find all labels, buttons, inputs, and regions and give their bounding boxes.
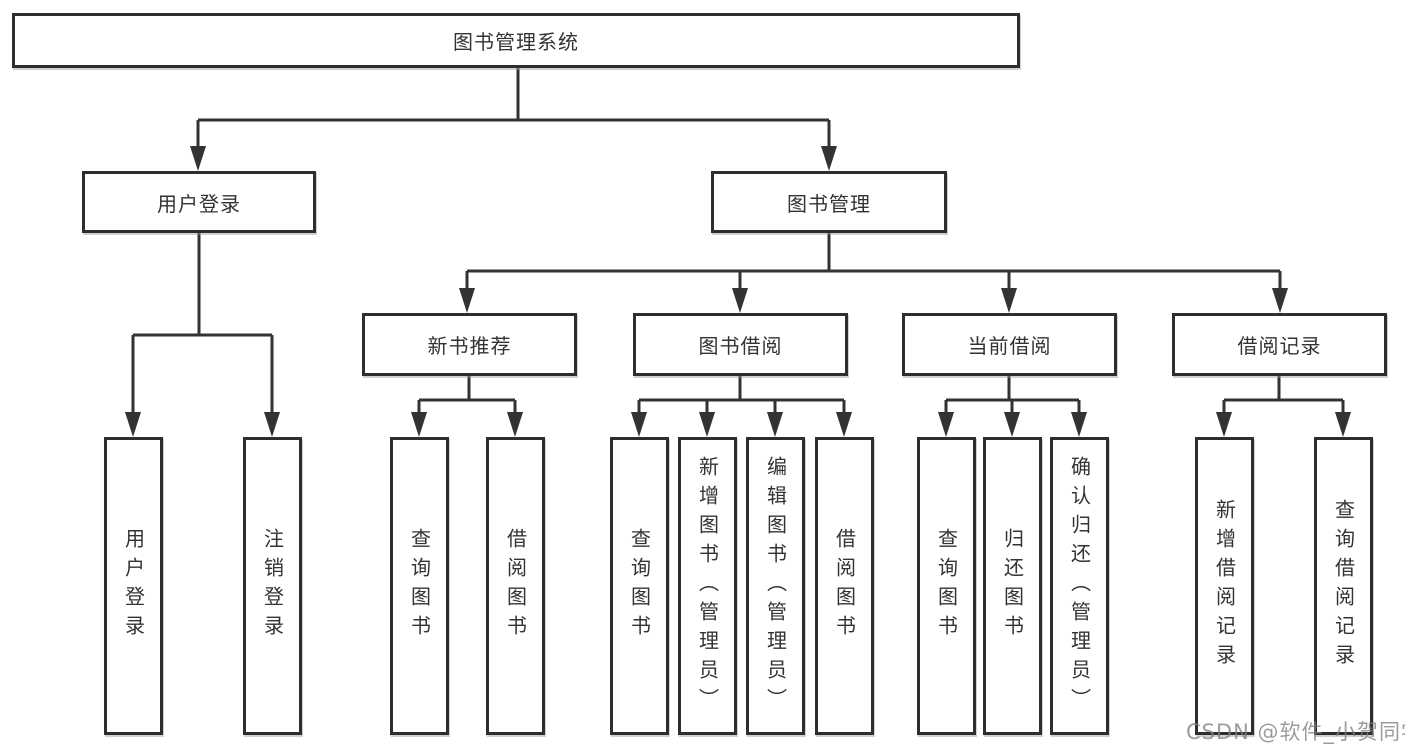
- node-new-book-recommend-label: 新书推荐: [427, 334, 512, 358]
- leaf-user-login-label: 用户登录: [121, 528, 146, 644]
- leaf-edit-book-admin: 编辑图书（管理员）: [746, 437, 805, 735]
- leaf-user-login: 用户登录: [104, 437, 163, 735]
- node-borrow-records: 借阅记录: [1172, 313, 1387, 376]
- node-borrow-records-label: 借阅记录: [1237, 334, 1322, 358]
- leaf-search-borrow-record: 查询借阅记录: [1314, 437, 1373, 735]
- connector-arrowheads: [125, 146, 1351, 437]
- leaf-confirm-return-admin-label: 确认归还（管理员）: [1067, 455, 1092, 717]
- node-current-borrow: 当前借阅: [902, 313, 1117, 376]
- leaf-search-book-recommend-label: 查询图书: [407, 528, 432, 644]
- leaf-borrow-book-recommend: 借阅图书: [486, 437, 545, 735]
- node-root-label: 图书管理系统: [453, 30, 579, 54]
- leaf-borrow-book-label: 借阅图书: [832, 528, 857, 644]
- node-user-login: 用户登录: [82, 171, 316, 233]
- node-book-management-label: 图书管理: [787, 191, 871, 216]
- node-book-borrow-label: 图书借阅: [698, 334, 783, 358]
- leaf-add-borrow-record-label: 新增借阅记录: [1212, 499, 1237, 673]
- leaf-search-book-current-label: 查询图书: [934, 528, 959, 644]
- leaf-edit-book-admin-label: 编辑图书（管理员）: [763, 455, 788, 717]
- leaf-borrow-book-recommend-label: 借阅图书: [503, 528, 528, 644]
- leaf-search-borrow-record-label: 查询借阅记录: [1331, 499, 1356, 673]
- leaf-return-book-label: 归还图书: [1000, 528, 1025, 644]
- leaf-confirm-return-admin: 确认归还（管理员）: [1050, 437, 1109, 735]
- csdn-watermark: CSDN @软件_小贺同学: [1186, 720, 1405, 744]
- node-current-borrow-label: 当前借阅: [967, 334, 1052, 358]
- leaf-search-book-recommend: 查询图书: [390, 437, 449, 735]
- leaf-logout-label: 注销登录: [260, 528, 285, 644]
- connector-strokes: [131, 68, 1345, 413]
- leaf-search-book-borrow: 查询图书: [610, 437, 669, 735]
- node-book-borrow: 图书借阅: [633, 313, 848, 376]
- leaf-return-book: 归还图书: [983, 437, 1042, 735]
- leaf-borrow-book: 借阅图书: [815, 437, 874, 735]
- node-book-management: 图书管理: [711, 171, 947, 233]
- node-new-book-recommend: 新书推荐: [362, 313, 577, 376]
- leaf-search-book-borrow-label: 查询图书: [627, 528, 652, 644]
- node-root: 图书管理系统: [12, 13, 1020, 68]
- leaf-search-book-current: 查询图书: [917, 437, 976, 735]
- node-user-login-label: 用户登录: [157, 191, 241, 216]
- leaf-add-book-admin-label: 新增图书（管理员）: [695, 455, 720, 717]
- leaf-add-book-admin: 新增图书（管理员）: [678, 437, 737, 735]
- leaf-logout: 注销登录: [243, 437, 302, 735]
- leaf-add-borrow-record: 新增借阅记录: [1195, 437, 1254, 735]
